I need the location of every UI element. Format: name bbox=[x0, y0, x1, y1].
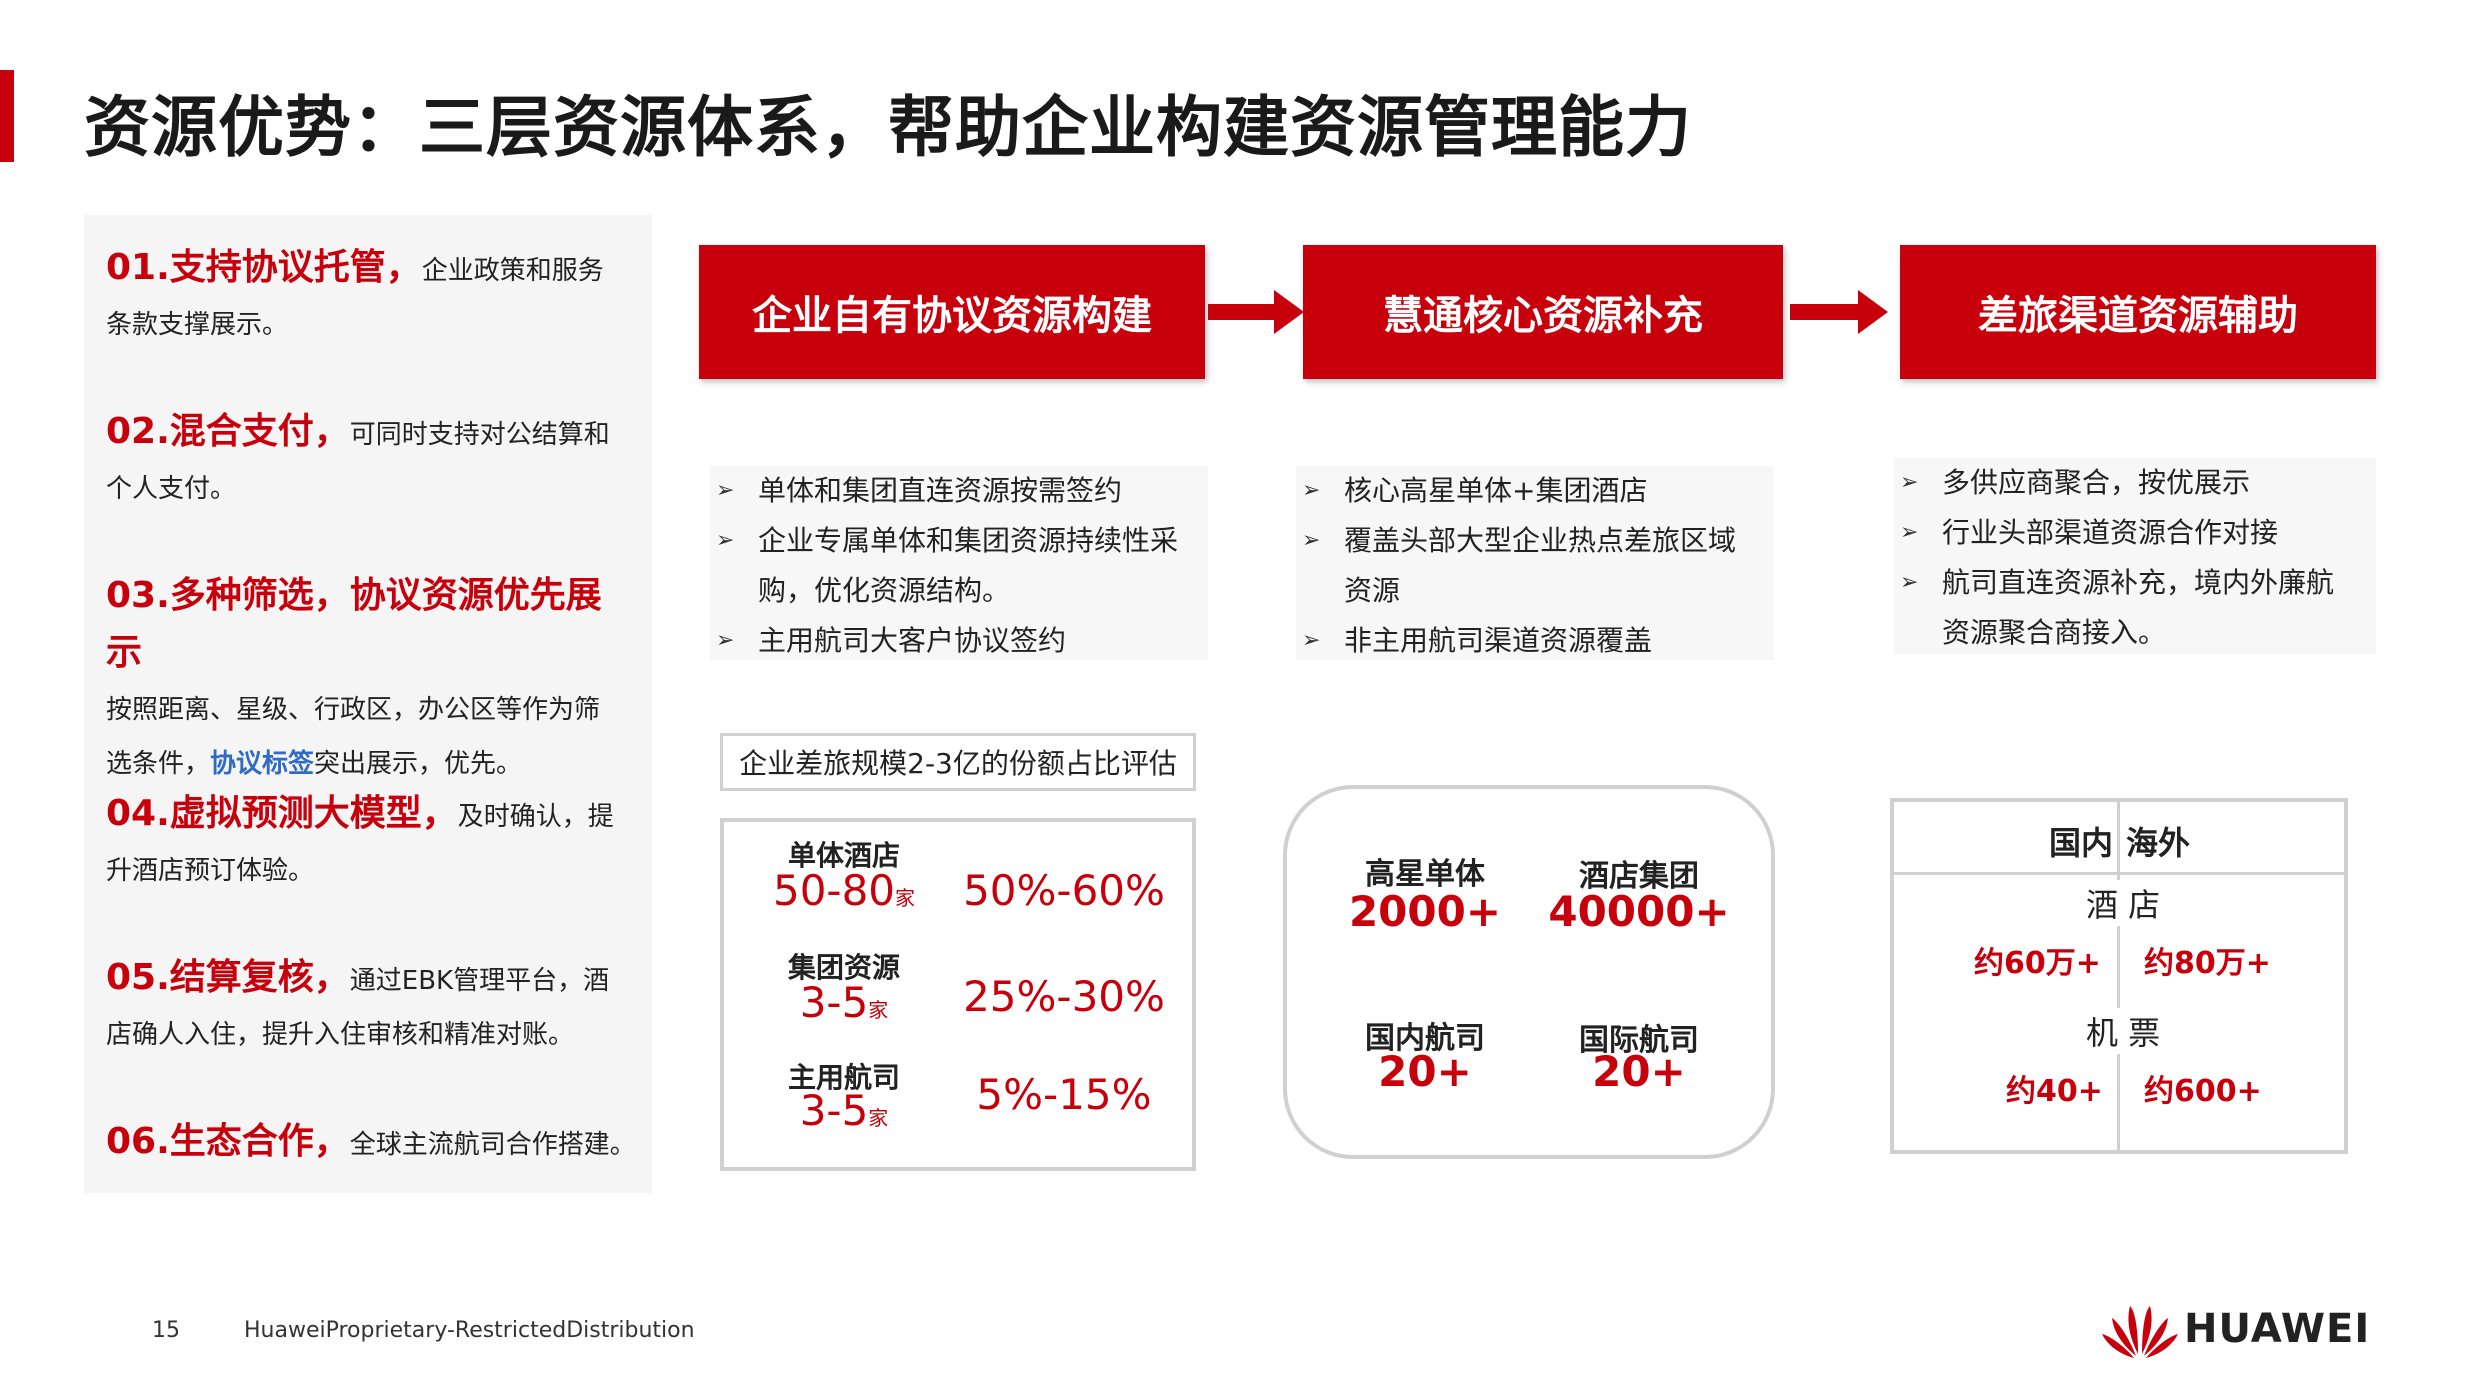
feature-item: 05.结算复核，通过EBK管理平台，酒 店确人入住，提升入住审核和精准对账。 bbox=[106, 951, 636, 1062]
bullet-arrow-icon: ➢ bbox=[1900, 520, 1919, 545]
bullet-list-core: ➢核心高星单体+集团酒店 ➢覆盖头部大型企业热点差旅区域 资源 ➢非主用航司渠道… bbox=[1296, 466, 1774, 660]
flight-category: 机 票 bbox=[2080, 1008, 2167, 1054]
bullet-arrow-icon: ➢ bbox=[716, 478, 735, 503]
overseas-header: 海外 bbox=[2126, 824, 2191, 862]
right-arrow-icon bbox=[1790, 290, 1890, 334]
core-item-name: 高星单体 bbox=[1365, 857, 1485, 892]
feature-item: 01.支持协议托管，企业政策和服务 条款支撑展示。 bbox=[106, 241, 636, 352]
feature-text: 升酒店预订体验。 bbox=[106, 856, 315, 886]
list-item-continuation: 购，优化资源结构。 bbox=[758, 574, 1011, 607]
resource-count: 3-5家 bbox=[799, 978, 889, 1027]
hotel-domestic-value: 约60万+ bbox=[1974, 946, 2101, 981]
feature-text: 条款支撑展示。 bbox=[106, 310, 289, 340]
feature-heading: 01.支持协议托管， bbox=[106, 247, 422, 288]
bullet-list-channel: ➢多供应商聚合，按优展示 ➢行业头部渠道资源合作对接 ➢航司直连资源补充，境内外… bbox=[1894, 458, 2376, 654]
feature-item: 03.多种筛选，协议资源优先展示 按照距离、星级、行政区，办公区等作为筛 选条件… bbox=[106, 569, 636, 791]
feature-text: 企业政策和服务 bbox=[421, 256, 604, 286]
page-title: 资源优势：三层资源体系，帮助企业构建资源管理能力 bbox=[84, 89, 1692, 166]
feature-text: 选条件， bbox=[106, 749, 211, 779]
huawei-logo-icon bbox=[2102, 1306, 2178, 1358]
resource-count: 3-5家 bbox=[799, 1086, 889, 1135]
list-item: ➢覆盖头部大型企业热点差旅区域 bbox=[1296, 516, 1774, 566]
feature-text: 可同时支持对公结算和 bbox=[349, 420, 610, 450]
resource-name: 主用航司 bbox=[787, 1061, 900, 1094]
bullet-arrow-icon: ➢ bbox=[1900, 570, 1919, 595]
channel-resource-box: 国内 海外 酒 店 约60万+ 约80万+ 机 票 约40+ 约600+ bbox=[1890, 798, 2348, 1154]
hotel-category: 酒 店 bbox=[2080, 880, 2167, 926]
bullet-arrow-icon: ➢ bbox=[716, 528, 735, 553]
list-item: ➢单体和集团直连资源按需签约 bbox=[710, 466, 1208, 516]
bullet-arrow-icon: ➢ bbox=[1302, 478, 1321, 503]
resource-count: 50-80家 bbox=[772, 866, 916, 915]
feature-heading: 06.生态合作， bbox=[106, 1121, 350, 1162]
bullet-arrow-icon: ➢ bbox=[716, 628, 735, 653]
right-arrow-icon bbox=[1208, 290, 1306, 334]
list-item-continuation: 资源 bbox=[1344, 574, 1401, 607]
list-item: ➢企业专属单体和集团资源持续性采 bbox=[710, 516, 1208, 566]
column-header-core: 慧通核心资源补充 bbox=[1303, 245, 1783, 379]
list-item: ➢主用航司大客户协议签约 bbox=[710, 616, 1208, 666]
page-number: 15 bbox=[152, 1318, 180, 1343]
feature-text: 通过EBK管理平台，酒 bbox=[349, 966, 610, 996]
list-item: ➢行业头部渠道资源合作对接 bbox=[1894, 508, 2376, 558]
list-item: ➢非主用航司渠道资源覆盖 bbox=[1296, 616, 1774, 666]
core-item-name: 国内航司 bbox=[1365, 1021, 1485, 1056]
feature-item: 02.混合支付，可同时支持对公结算和 个人支付。 bbox=[106, 405, 636, 516]
flight-domestic-value: 约40+ bbox=[2006, 1074, 2103, 1109]
feature-text: 按照距离、星级、行政区，办公区等作为筛 bbox=[106, 695, 601, 725]
huawei-logo-text: HUAWEI bbox=[2184, 1306, 2371, 1352]
resource-share: 25%-30% bbox=[963, 972, 1165, 1021]
core-item-value: 20+ bbox=[1592, 1047, 1686, 1096]
list-item: ➢核心高星单体+集团酒店 bbox=[1296, 466, 1774, 516]
core-item-value: 2000+ bbox=[1348, 887, 1502, 936]
bullet-arrow-icon: ➢ bbox=[1900, 470, 1919, 495]
list-item: ➢航司直连资源补充，境内外廉航 bbox=[1894, 558, 2376, 608]
list-item: ➢多供应商聚合，按优展示 bbox=[1894, 458, 2376, 508]
hotel-overseas-value: 约80万+ bbox=[2144, 946, 2271, 981]
share-box: 单体酒店 50-80家 50%-60% 集团资源 3-5家 25%-30% 主用… bbox=[720, 818, 1196, 1171]
feature-text: 个人支付。 bbox=[106, 474, 237, 504]
core-item-name: 酒店集团 bbox=[1579, 859, 1699, 894]
title-accent-bar bbox=[0, 70, 14, 162]
resource-name: 单体酒店 bbox=[787, 839, 900, 872]
bullet-list-own-protocol: ➢单体和集团直连资源按需签约 ➢企业专属单体和集团资源持续性采 购，优化资源结构… bbox=[710, 466, 1208, 660]
column-header-channel: 差旅渠道资源辅助 bbox=[1900, 245, 2376, 379]
feature-text: 店确人入住，提升入住审核和精准对账。 bbox=[106, 1020, 575, 1050]
core-resource-box: 高星单体 2000+ 酒店集团 40000+ 国内航司 20+ 国际航司 20+ bbox=[1283, 785, 1775, 1159]
feature-text: 及时确认，提 bbox=[457, 802, 614, 832]
resource-name: 集团资源 bbox=[787, 951, 900, 984]
list-item-continuation: 资源聚合商接入。 bbox=[1942, 616, 2167, 649]
feature-heading: 04.虚拟预测大模型， bbox=[106, 793, 458, 834]
resource-share: 5%-15% bbox=[976, 1070, 1152, 1119]
feature-heading: 05.结算复核， bbox=[106, 957, 350, 998]
resource-share: 50%-60% bbox=[963, 866, 1165, 915]
feature-text: 全球主流航司合作搭建。 bbox=[349, 1130, 636, 1160]
feature-heading: 03.多种筛选，协议资源优先展示 bbox=[106, 575, 602, 673]
core-item-name: 国际航司 bbox=[1579, 1023, 1699, 1058]
flight-overseas-value: 约600+ bbox=[2144, 1074, 2262, 1109]
divider bbox=[2117, 802, 2120, 1150]
features-panel: 01.支持协议托管，企业政策和服务 条款支撑展示。 02.混合支付，可同时支持对… bbox=[84, 215, 652, 1193]
share-box-label: 企业差旅规模2-3亿的份额占比评估 bbox=[720, 733, 1196, 791]
core-item-value: 20+ bbox=[1378, 1047, 1472, 1096]
bullet-arrow-icon: ➢ bbox=[1302, 628, 1321, 653]
feature-item: 04.虚拟预测大模型，及时确认，提 升酒店预订体验。 bbox=[106, 787, 636, 898]
feature-item: 06.生态合作，全球主流航司合作搭建。 bbox=[106, 1115, 636, 1172]
core-item-value: 40000+ bbox=[1548, 887, 1730, 936]
feature-heading: 02.混合支付， bbox=[106, 411, 350, 452]
column-header-own-protocol: 企业自有协议资源构建 bbox=[699, 245, 1205, 379]
feature-text: 突出展示，优先。 bbox=[314, 749, 523, 779]
bullet-arrow-icon: ➢ bbox=[1302, 528, 1321, 553]
domestic-header: 国内 bbox=[2049, 824, 2114, 862]
protocol-tag-highlight: 协议标签 bbox=[210, 749, 315, 779]
footer-classification: HuaweiProprietary-RestrictedDistribution bbox=[244, 1318, 695, 1343]
